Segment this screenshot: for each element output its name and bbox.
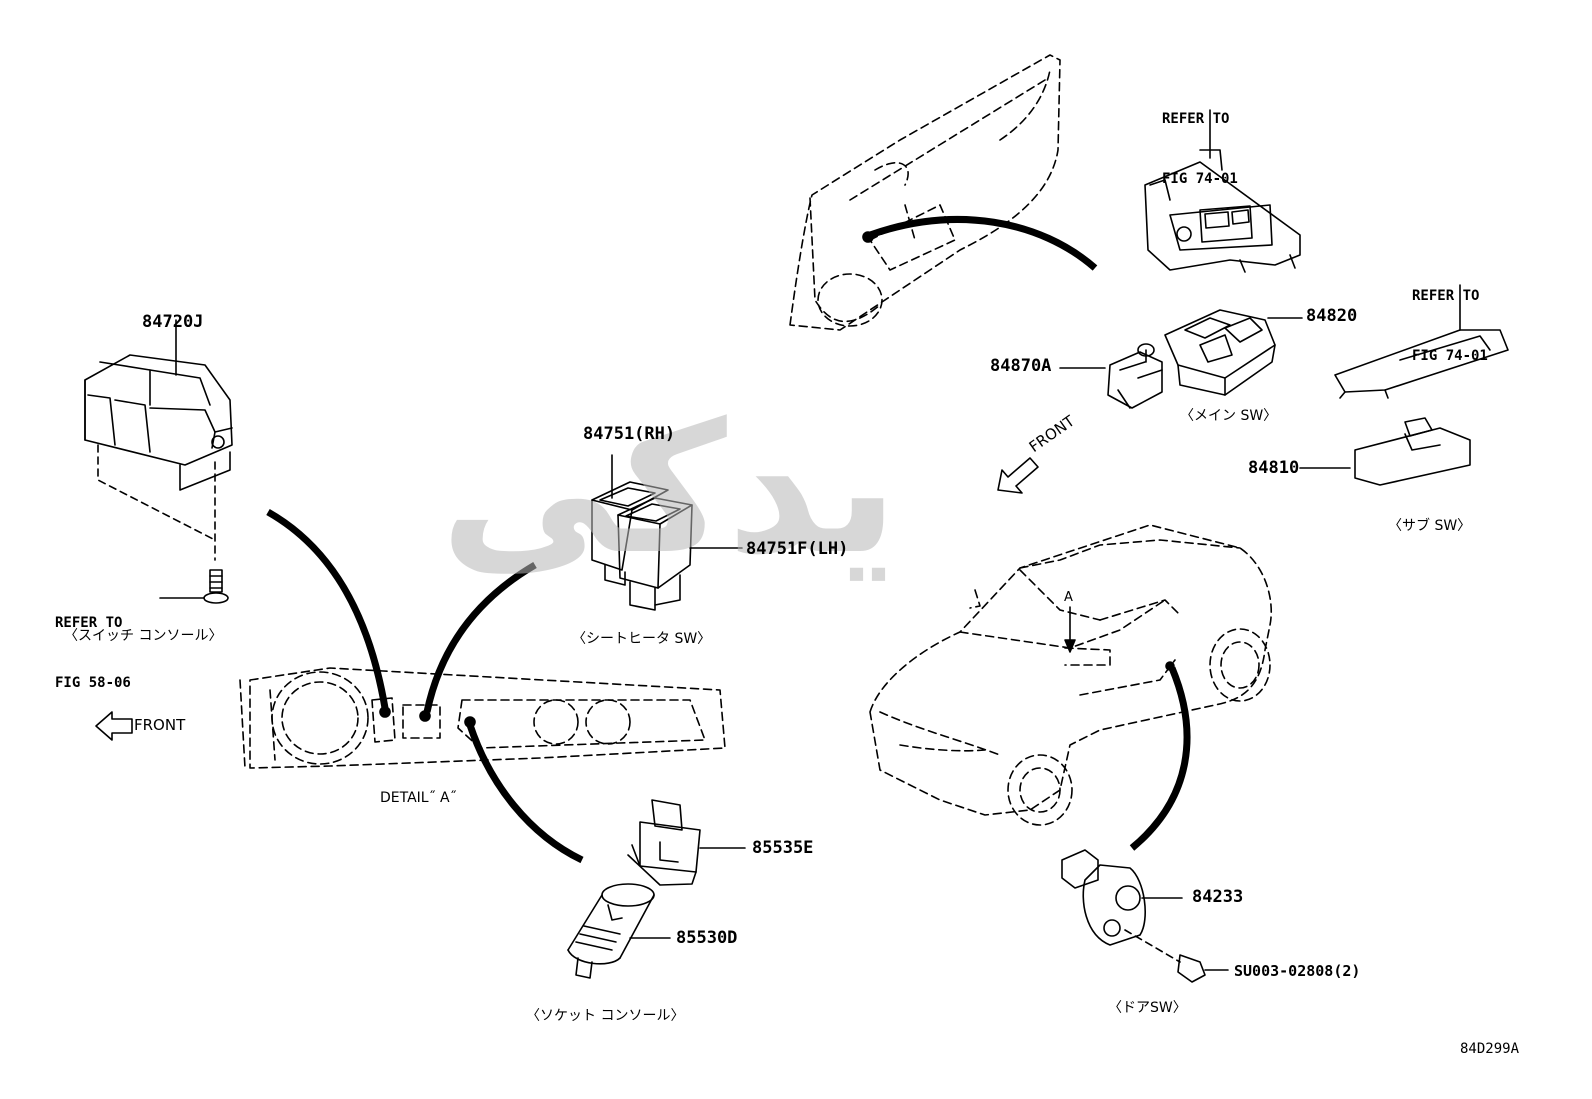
seat-heater-switch-part xyxy=(591,454,743,611)
part-label-84870a: 84870A xyxy=(990,356,1052,376)
view-a-arrow-head xyxy=(1064,639,1076,653)
console-point-2 xyxy=(419,710,431,722)
part-label-84751f-lh: 84751F(LH) xyxy=(746,539,849,559)
ref-fig-74-01-right: REFER TO FIG 74-01 xyxy=(1412,245,1488,407)
mirror-switch-part xyxy=(1059,343,1163,409)
ref-fig-74-01-top: REFER TO FIG 74-01 xyxy=(1162,68,1238,230)
ref-line-2: FIG 74-01 xyxy=(1162,171,1238,188)
part-label-su003: SU003-02808(2) xyxy=(1234,962,1361,980)
detail-a-label: DETAIL˝ A˝ xyxy=(380,790,457,806)
car-door-point xyxy=(1165,661,1175,671)
part-label-84810: 84810 xyxy=(1248,458,1300,478)
power-window-master-switch-part xyxy=(1164,309,1303,396)
caption-sub-sw: 〈サブ SW〉 xyxy=(1388,518,1472,534)
console-point-1 xyxy=(379,706,391,718)
front-arrow-right xyxy=(997,457,1039,494)
car-outline xyxy=(869,524,1272,826)
caption-socket-console: 〈ソケット コンソール〉 xyxy=(526,1008,685,1024)
door-point xyxy=(862,231,874,243)
trim-part-right xyxy=(1334,284,1509,399)
watermark: یدکی xyxy=(440,385,904,594)
sub-switch-part xyxy=(1299,417,1471,486)
door-switch-part xyxy=(1061,849,1229,983)
switch-console-panel-part xyxy=(84,319,233,604)
caption-main-sw: 〈メイン SW〉 xyxy=(1180,408,1278,424)
part-label-84720j: 84720J xyxy=(142,312,204,332)
ref-fig-58-06: REFER TO FIG 58-06 xyxy=(55,572,131,734)
callout-arcs xyxy=(266,216,1191,864)
socket-upper-part xyxy=(627,799,746,886)
part-label-85535e: 85535E xyxy=(752,838,814,858)
ref-line-2: FIG 74-01 xyxy=(1412,348,1488,365)
front-label-left: FRONT xyxy=(134,716,186,734)
caption-seat-heater-sw: 〈シートヒータ SW〉 xyxy=(572,631,712,647)
main-switch-bezel-part xyxy=(1144,109,1301,273)
diagram-code: 84D299A xyxy=(1460,1041,1520,1057)
part-label-84820: 84820 xyxy=(1306,306,1358,326)
part-label-84751-rh: 84751(RH) xyxy=(583,424,676,444)
caption-switch-console: 〈スイッチ コンソール〉 xyxy=(64,628,223,644)
front-arrow-left xyxy=(95,711,133,741)
view-a-label: A xyxy=(1064,590,1073,605)
door-trim-outline xyxy=(789,54,1061,331)
socket-lower-part xyxy=(567,883,671,979)
ref-line-1: REFER TO xyxy=(1162,110,1230,127)
ref-line-1: REFER TO xyxy=(55,614,123,631)
caption-door-sw: 〈ドアSW〉 xyxy=(1108,1000,1187,1016)
ref-line-1: REFER TO xyxy=(1412,287,1480,304)
part-label-85530d: 85530D xyxy=(676,928,738,948)
ref-line-2: FIG 58-06 xyxy=(55,675,131,692)
part-label-84233: 84233 xyxy=(1192,887,1244,907)
